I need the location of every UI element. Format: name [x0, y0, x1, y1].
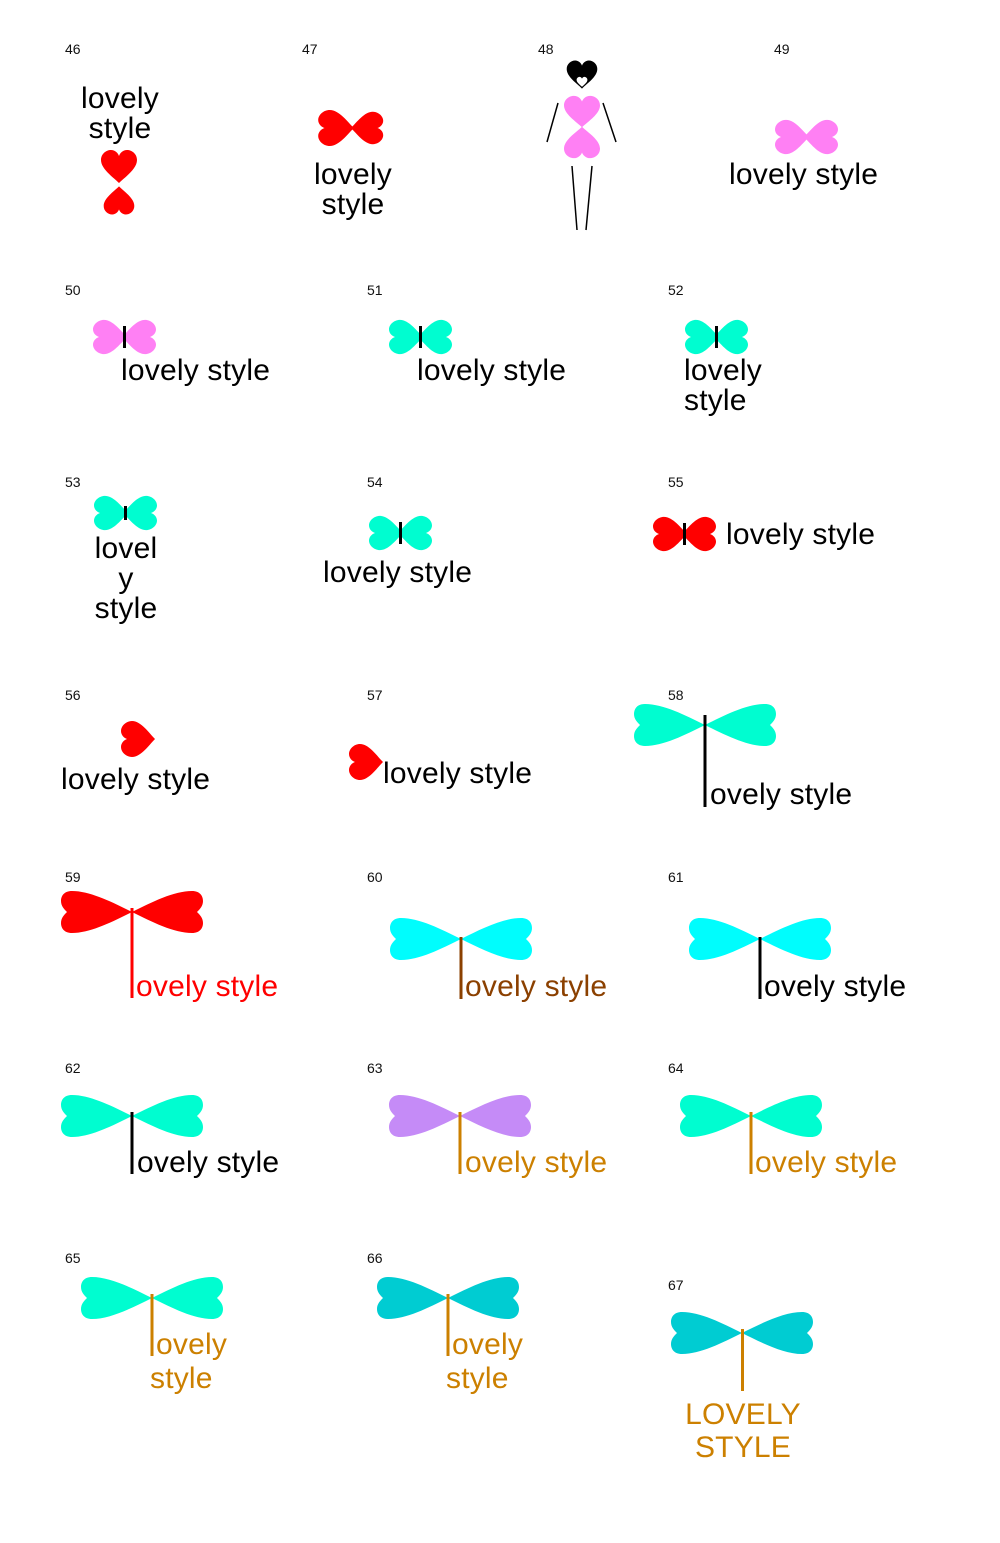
- variant-number: 55: [668, 474, 684, 490]
- wordmark: ovely style: [136, 970, 279, 1003]
- variant-number: 66: [367, 1250, 383, 1266]
- bow-with-bar-icon: [685, 319, 748, 355]
- variant-number: 59: [65, 869, 81, 885]
- variant-number: 57: [367, 687, 383, 703]
- variant-number: 62: [65, 1060, 81, 1076]
- dragonfly-icon: [61, 1095, 203, 1174]
- variant-number: 64: [668, 1060, 684, 1076]
- wordmark-line-1: lovely: [684, 354, 762, 387]
- heart-icon: [121, 721, 155, 757]
- variant-number: 58: [668, 687, 684, 703]
- variant-number: 56: [65, 687, 81, 703]
- bow-with-bar-icon: [93, 319, 156, 355]
- wordmark: ovely style: [137, 1146, 280, 1179]
- dragonfly-icon: [390, 918, 532, 999]
- wordmark: ovely style: [710, 778, 853, 811]
- wordmark-line-1: ovely: [156, 1328, 228, 1361]
- dragonfly-icon: [377, 1277, 519, 1356]
- wordmark: lovely style: [323, 556, 473, 589]
- wordmark-line-1: lovely: [81, 82, 159, 115]
- wordmark-line-2: style: [684, 384, 747, 417]
- wordmark: ovely style: [755, 1146, 898, 1179]
- wordmark: lovely style: [383, 757, 533, 790]
- variant-number: 46: [65, 41, 81, 57]
- wordmark: lovely style: [121, 354, 271, 387]
- dragonfly-icon: [61, 891, 203, 998]
- double-heart-icon: [101, 150, 137, 215]
- variant-number: 54: [367, 474, 383, 490]
- bow-with-bar-icon: [369, 515, 432, 551]
- wordmark-line-2: style: [446, 1362, 509, 1395]
- variant-number: 52: [668, 282, 684, 298]
- variant-number: 47: [302, 41, 318, 57]
- variant-number: 67: [668, 1277, 684, 1293]
- wordmark-line-1: lovely: [314, 158, 392, 191]
- bow-with-bar-icon: [389, 319, 452, 355]
- wordmark-line-2: style: [321, 188, 385, 221]
- wordmark-line-2: y: [118, 562, 134, 595]
- dragonfly-icon: [671, 1312, 813, 1391]
- wordmark-line-2: STYLE: [694, 1431, 792, 1464]
- variant-number: 50: [65, 282, 81, 298]
- wordmark: lovely style: [729, 158, 879, 191]
- wordmark: ovely style: [465, 1146, 608, 1179]
- variant-number: 49: [774, 41, 790, 57]
- bow-icon: [318, 110, 384, 146]
- wordmark-line-2: style: [150, 1362, 213, 1395]
- variant-number: 63: [367, 1060, 383, 1076]
- variant-number: 51: [367, 282, 383, 298]
- heart-icon: [349, 744, 383, 780]
- wordmark-line-1: ovely: [452, 1328, 524, 1361]
- bow-icon: [775, 119, 838, 155]
- dragonfly-icon: [389, 1095, 531, 1174]
- dragonfly-icon: [680, 1095, 822, 1174]
- heart-figure-icon: [546, 60, 617, 231]
- bow-with-bar-icon: [653, 516, 716, 552]
- wordmark-line-1: lovel: [94, 532, 158, 565]
- bow-with-bar-icon: [94, 495, 157, 531]
- wordmark: lovely style: [417, 354, 567, 387]
- wordmark: ovely style: [764, 970, 907, 1003]
- dragonfly-icon: [81, 1277, 223, 1356]
- variant-number: 65: [65, 1250, 81, 1266]
- variant-number: 61: [668, 869, 684, 885]
- wordmark: lovely style: [61, 763, 211, 796]
- wordmark: lovely style: [726, 518, 876, 551]
- dragonfly-icon: [634, 704, 776, 807]
- wordmark-line-1: LOVELY: [685, 1398, 801, 1431]
- variant-number: 60: [367, 869, 383, 885]
- wordmark-line-2: style: [88, 112, 152, 145]
- wordmark: ovely style: [465, 970, 608, 1003]
- variant-number: 53: [65, 474, 81, 490]
- wordmark-line-3: style: [94, 592, 158, 625]
- variant-number: 48: [538, 41, 554, 57]
- dragonfly-icon: [689, 918, 831, 999]
